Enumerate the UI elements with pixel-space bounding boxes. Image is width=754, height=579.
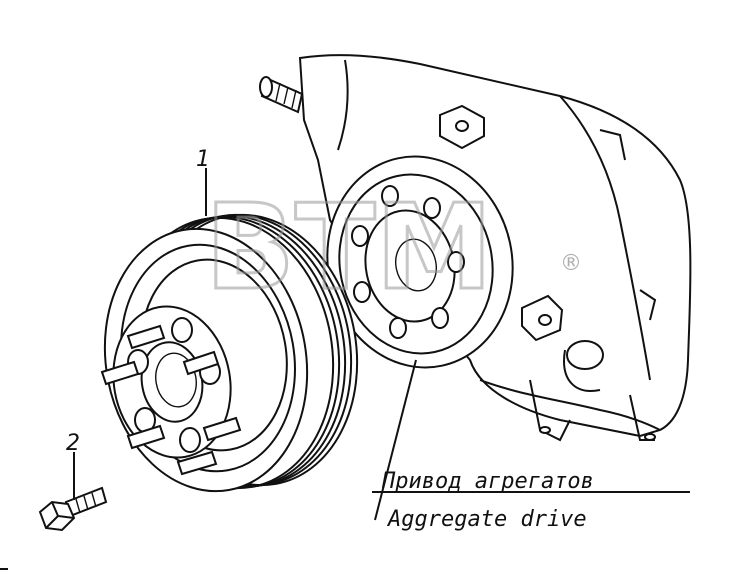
callout-pulley: 1 [196,147,210,172]
hub-studs [100,324,242,476]
bolt-part-2 [38,486,108,532]
housing-side-nut [521,294,564,342]
flange-holes [351,185,465,339]
housing-stud [259,76,304,114]
watermark: BTM ® [204,177,583,318]
watermark-registered-mark: ® [560,251,582,276]
pulley-part-1 [100,213,359,493]
watermark-text: BTM [205,178,493,316]
caption-english: Aggregate drive [386,507,587,532]
caption-russian: Привод агрегатов [381,469,594,494]
housing-top-nut [439,104,485,150]
callout-bolt: 2 [66,431,80,456]
